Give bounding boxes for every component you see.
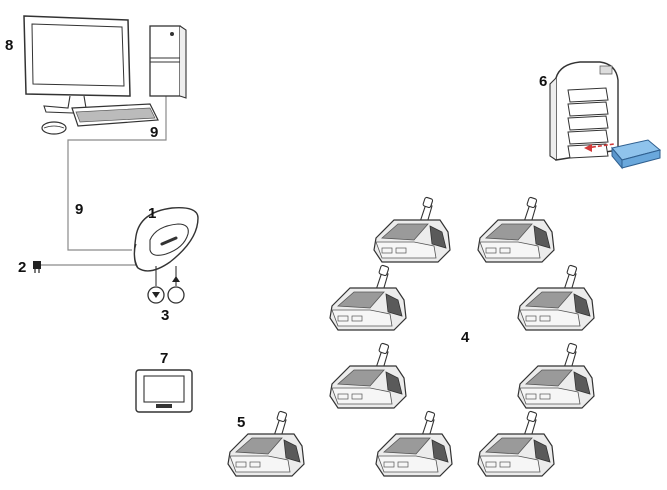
label-delegate-units: 4 [461,329,470,346]
callout-labels: 1 2 3 4 5 6 7 8 9 9 [5,37,547,431]
power-plug-icon [33,261,41,273]
delegate-units [227,196,595,477]
delegate-unit [375,410,453,477]
label-power-supply: 2 [18,259,26,276]
desktop-computer-icon [23,15,187,135]
label-computer: 8 [5,37,13,54]
label-tablet: 7 [160,350,168,367]
wireless-access-point-icon [133,207,199,272]
label-cable-side: 9 [75,201,83,218]
label-charger: 6 [539,73,547,90]
label-chairman-unit: 5 [237,414,245,431]
label-access-point: 1 [148,205,156,222]
connection-lines [38,92,167,266]
delegate-unit [329,264,407,331]
label-cable-top: 9 [150,124,158,141]
label-audio-io: 3 [161,307,169,324]
audio-in-out-icon [147,266,185,304]
network-cable [67,92,167,251]
delegate-unit [517,342,595,409]
tablet-icon [135,369,193,413]
battery-charger-icon [549,61,662,170]
delegate-unit [373,196,451,263]
delegate-unit [517,264,595,331]
delegate-unit [477,410,555,477]
delegate-unit [477,196,555,263]
delegate-unit [329,342,407,409]
